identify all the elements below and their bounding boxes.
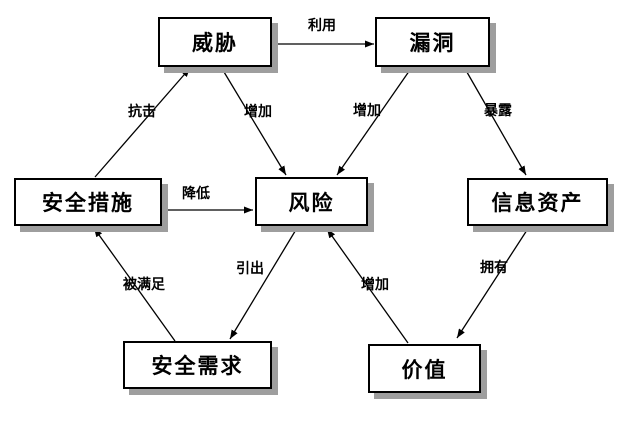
edge-safeguard-resists-threat bbox=[94, 67, 191, 178]
edge-vulnerability-increases-risk bbox=[336, 66, 413, 176]
edge-label-exploit: 利用 bbox=[308, 18, 336, 34]
edge-vulnerability-exposes-asset bbox=[463, 66, 527, 176]
edge-asset-owns-value bbox=[456, 226, 530, 339]
edge-label-increase-value: 增加 bbox=[361, 277, 389, 293]
node-asset: 信息资产 bbox=[467, 178, 608, 226]
edge-label-expose: 暴露 bbox=[484, 103, 512, 119]
edge-value-increases-risk bbox=[326, 228, 409, 344]
edge-label-satisfied: 被满足 bbox=[123, 277, 165, 293]
node-risk: 风险 bbox=[255, 177, 368, 226]
node-vulnerability: 漏洞 bbox=[375, 17, 490, 67]
edge-label-reduce: 降低 bbox=[182, 186, 210, 202]
edge-label-own: 拥有 bbox=[480, 260, 508, 276]
edge-label-resist: 抗击 bbox=[128, 104, 156, 120]
edge-label-increase-threat: 增加 bbox=[244, 104, 272, 120]
edge-label-increase-vuln: 增加 bbox=[353, 103, 381, 119]
node-threat: 威胁 bbox=[158, 17, 272, 67]
node-value: 价值 bbox=[368, 344, 481, 393]
edge-threat-increases-risk bbox=[220, 66, 287, 176]
edge-label-derive: 引出 bbox=[236, 261, 264, 277]
node-safeguard: 安全措施 bbox=[14, 178, 162, 226]
edge-risk-derives-requirement bbox=[229, 227, 298, 340]
edge-requirement-satisfied-by-safeguard bbox=[93, 227, 176, 342]
node-requirement: 安全需求 bbox=[123, 341, 272, 389]
